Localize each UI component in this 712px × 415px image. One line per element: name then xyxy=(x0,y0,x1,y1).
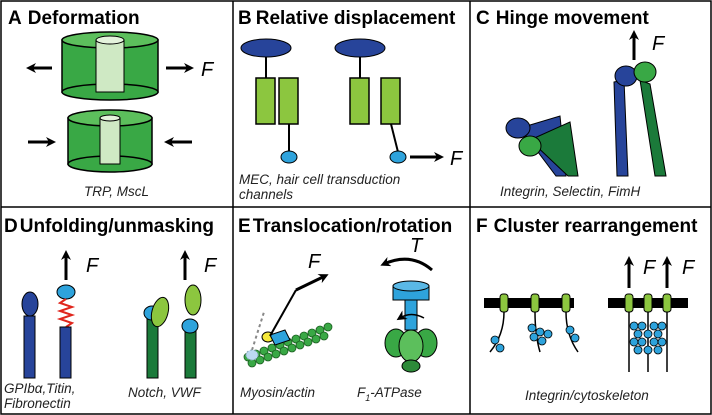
actin-filament-icon xyxy=(243,322,333,368)
membrane-left xyxy=(484,298,574,308)
domain-masked-icon xyxy=(143,296,170,379)
force-arrow-e xyxy=(295,274,329,292)
force-label-a: F xyxy=(201,59,215,81)
force-label-e: F xyxy=(308,251,322,273)
force-label-f1: F xyxy=(643,257,657,279)
channel-closed-icon xyxy=(240,38,299,164)
caption-d2: Notch, VWF xyxy=(128,385,202,400)
caption-e2: F1-ATPase xyxy=(357,385,422,403)
atp-synthase-icon xyxy=(384,280,438,373)
integrin-scattered-icon xyxy=(489,293,580,353)
caption-d-line2: Fibronectin xyxy=(4,396,71,411)
torque-arrow xyxy=(380,256,433,272)
hinge-bent-icon xyxy=(505,115,579,177)
force-label-f2: F xyxy=(682,257,696,279)
force-label-c: F xyxy=(652,33,666,55)
protein-folded-icon xyxy=(21,291,39,379)
torque-label: T xyxy=(410,235,424,257)
rotation-arrow xyxy=(396,310,425,321)
caption-c: Integrin, Selectin, FimH xyxy=(500,184,641,199)
caption-a: TRP, MscL xyxy=(84,184,149,199)
channel-stretched-icon xyxy=(61,31,159,101)
caption-d-line1: GPIbα,Titin, xyxy=(4,381,75,396)
integrin-clustered-icon xyxy=(624,293,672,372)
force-label-d1: F xyxy=(86,255,100,277)
caption-e1: Myosin/actin xyxy=(240,385,315,400)
force-label-b: F xyxy=(450,148,464,170)
channel-open-icon xyxy=(334,38,407,164)
protein-unfolded-icon xyxy=(56,284,76,379)
caption-f: Integrin/cytoskeleton xyxy=(525,388,649,403)
caption-b-line1: MEC, hair cell transduction xyxy=(239,172,400,187)
myosin-head-icon xyxy=(245,289,297,361)
domain-unmasked-icon xyxy=(181,284,202,379)
channel-compressed-icon xyxy=(67,109,153,173)
caption-b-line2: channels xyxy=(239,187,293,202)
hinge-extended-icon xyxy=(613,61,667,177)
force-label-d2: F xyxy=(204,255,218,277)
